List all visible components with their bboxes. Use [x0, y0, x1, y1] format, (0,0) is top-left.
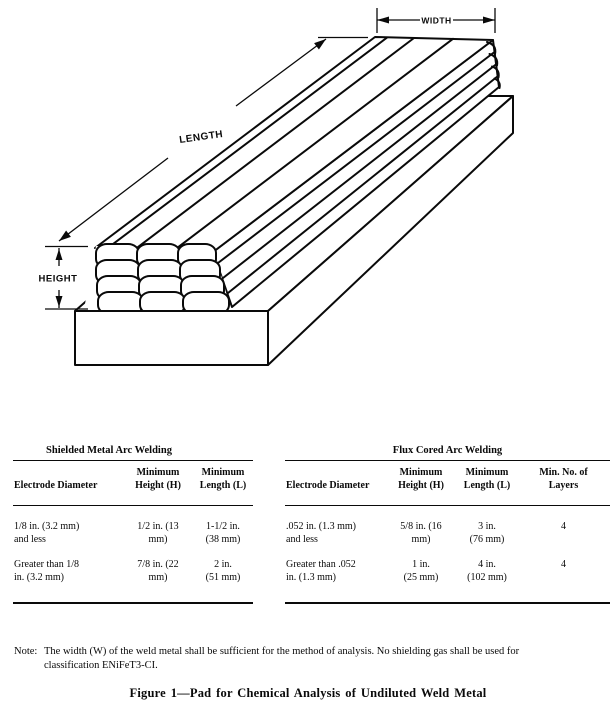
table-fcaw: Flux Cored Arc Welding Electrode Diamete… — [285, 444, 610, 604]
table-rule — [13, 460, 253, 461]
table-rule — [285, 460, 610, 461]
table-bottom-rule — [13, 602, 253, 604]
note-label: Note: — [14, 646, 38, 657]
height-dimension: HEIGHT — [39, 245, 88, 310]
base-plate-front — [74, 95, 514, 366]
table-cell: 3 in.(76 mm) — [469, 521, 505, 545]
col-header-electrode-diameter: Electrode Diameter — [14, 480, 98, 491]
width-label: WIDTH — [421, 16, 451, 26]
weld-pad-diagram: WIDTH LENGTH HEIGHT — [39, 8, 514, 366]
col-header-electrode-diameter: Electrode Diameter — [286, 480, 370, 491]
table-cell: .052 in. (1.3 mm)and less — [286, 521, 356, 545]
table-bottom-rule — [285, 602, 610, 604]
note-block: Note: The width (W) of the weld metal sh… — [14, 645, 612, 672]
width-dimension: WIDTH — [376, 8, 496, 33]
note-text: The width (W) of the weld metal shall be… — [44, 646, 520, 671]
table-title: Shielded Metal Arc Welding — [46, 445, 172, 456]
table-cell: 2 in.(51 mm) — [205, 559, 241, 583]
base-front-face — [74, 310, 269, 366]
table-cell: 1/8 in. (3.2 mm)and less — [14, 521, 80, 545]
table-rule — [285, 505, 610, 506]
table-cell: 1-1/2 in.(38 mm) — [205, 521, 241, 545]
table-cell: 4 — [561, 521, 566, 532]
height-label: HEIGHT — [39, 274, 78, 285]
table-cell: 4 in.(102 mm) — [467, 559, 507, 583]
table-smaw: Shielded Metal Arc Welding Electrode Dia… — [13, 444, 253, 604]
table-title: Flux Cored Arc Welding — [392, 445, 503, 456]
table-cell: 4 — [561, 559, 566, 570]
weld-beads — [84, 243, 230, 315]
length-label: LENGTH — [179, 129, 224, 146]
table-rule — [13, 505, 253, 506]
figure-caption: Figure 1—Pad for Chemical Analysis of Un… — [129, 686, 487, 700]
table-cell: 1 in.(25 mm) — [403, 559, 439, 583]
